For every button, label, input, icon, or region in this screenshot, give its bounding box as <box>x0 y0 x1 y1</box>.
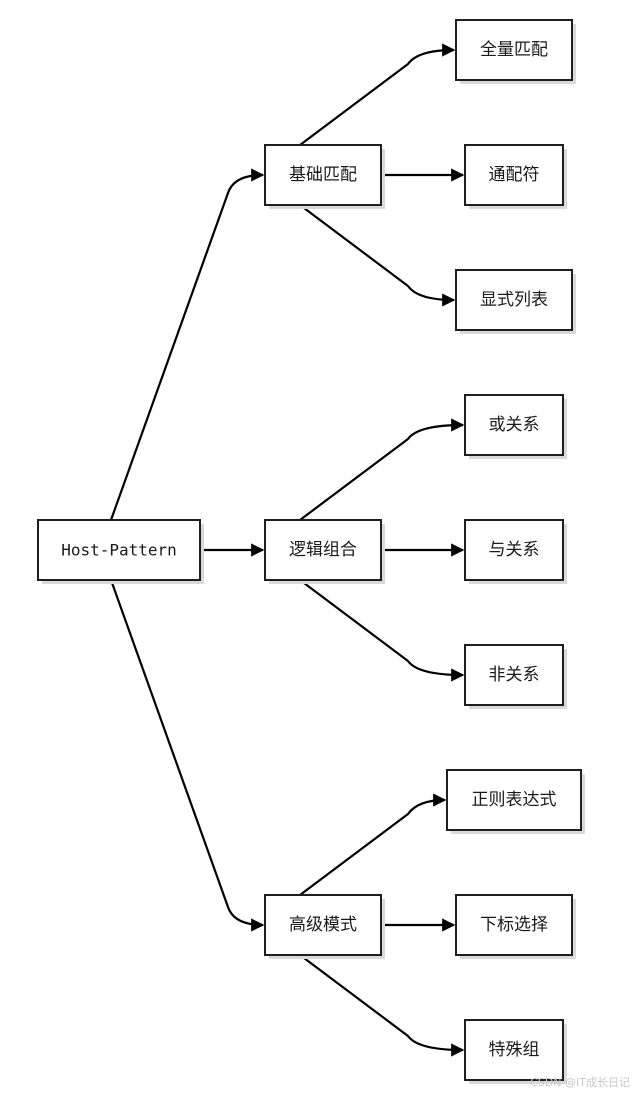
node-logic-not: 非关系 <box>464 644 567 709</box>
node-logic-and-label: 与关系 <box>489 540 540 560</box>
node-logic-or: 或关系 <box>464 394 567 459</box>
node-logic-box <box>264 519 382 581</box>
edge-logic-logic-or <box>299 418 465 521</box>
node-adv-index-box <box>455 894 573 956</box>
node-adv-regex-box <box>446 769 582 831</box>
node-basic-box <box>264 144 382 206</box>
edge-basic-basic-list <box>299 204 456 307</box>
node-basic-full: 全量匹配 <box>455 19 576 84</box>
node-adv-regex: 正则表达式 <box>446 769 585 834</box>
node-adv-index-label: 下标选择 <box>480 915 548 935</box>
node-logic-and-box <box>464 519 564 581</box>
node-logic: 逻辑组合 <box>264 519 385 584</box>
node-logic-not-box <box>464 644 564 706</box>
node-adv-special-label: 特殊组 <box>489 1040 540 1060</box>
node-adv-special: 特殊组 <box>464 1019 567 1084</box>
node-root-box <box>37 519 201 581</box>
edges-layer <box>109 43 465 1057</box>
node-basic-full-label: 全量匹配 <box>480 40 548 60</box>
node-logic-label: 逻辑组合 <box>289 540 357 560</box>
node-root-label: Host-Pattern <box>61 541 177 560</box>
node-basic-full-box <box>455 19 573 81</box>
watermark: CSDN @IT成长日记 <box>530 1076 630 1089</box>
edge-advanced-adv-special <box>299 954 465 1057</box>
node-advanced: 高级模式 <box>264 894 385 959</box>
node-advanced-box <box>264 894 382 956</box>
edge-advanced-adv-regex <box>299 793 447 896</box>
node-logic-not-label: 非关系 <box>489 665 540 685</box>
edge-logic-logic-not <box>299 579 465 682</box>
node-basic-list-label: 显式列表 <box>480 290 548 310</box>
node-basic: 基础匹配 <box>264 144 385 209</box>
node-basic-list-box <box>455 269 573 331</box>
node-basic-wildcard: 通配符 <box>464 144 567 209</box>
node-adv-special-box <box>464 1019 564 1081</box>
edge-root-basic <box>109 168 265 521</box>
node-basic-wildcard-box <box>464 144 564 206</box>
node-logic-or-label: 或关系 <box>489 415 540 435</box>
node-adv-index: 下标选择 <box>455 894 576 959</box>
node-logic-and: 与关系 <box>464 519 567 584</box>
edge-basic-basic-full <box>299 43 456 146</box>
node-basic-label: 基础匹配 <box>289 165 357 185</box>
node-root: Host-Pattern <box>37 519 204 584</box>
node-basic-list: 显式列表 <box>455 269 576 334</box>
node-basic-wildcard-label: 通配符 <box>489 165 540 185</box>
node-adv-regex-label: 正则表达式 <box>472 790 557 810</box>
edge-root-advanced <box>109 579 265 932</box>
node-advanced-label: 高级模式 <box>289 915 357 935</box>
node-logic-or-box <box>464 394 564 456</box>
